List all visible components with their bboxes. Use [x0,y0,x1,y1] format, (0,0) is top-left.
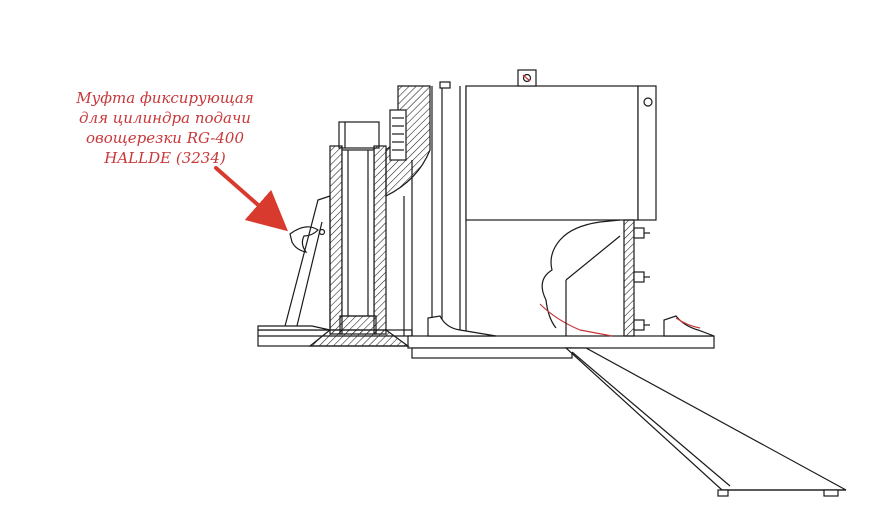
callout-line-2: для цилиндра подачи [79,109,251,127]
callout-arrow [214,166,289,232]
feed-cylinder [308,121,410,347]
discharge-chute [564,347,847,497]
drive-block [385,85,431,197]
broken-section [539,219,621,337]
foot-pads [257,315,715,337]
fixing-coupling [289,226,326,253]
part-callout-label: Муфта фиксирующая для цилиндра подачи ов… [50,88,280,168]
bolt-column [623,219,650,337]
callout-line-1: Муфта фиксирующая [76,89,254,107]
callout-line-3: овощерезки RG-400 [86,129,244,147]
frame-bracket [283,195,331,331]
callout-line-4: HALLDE (3234) [104,149,226,167]
machine-housing [439,69,657,221]
